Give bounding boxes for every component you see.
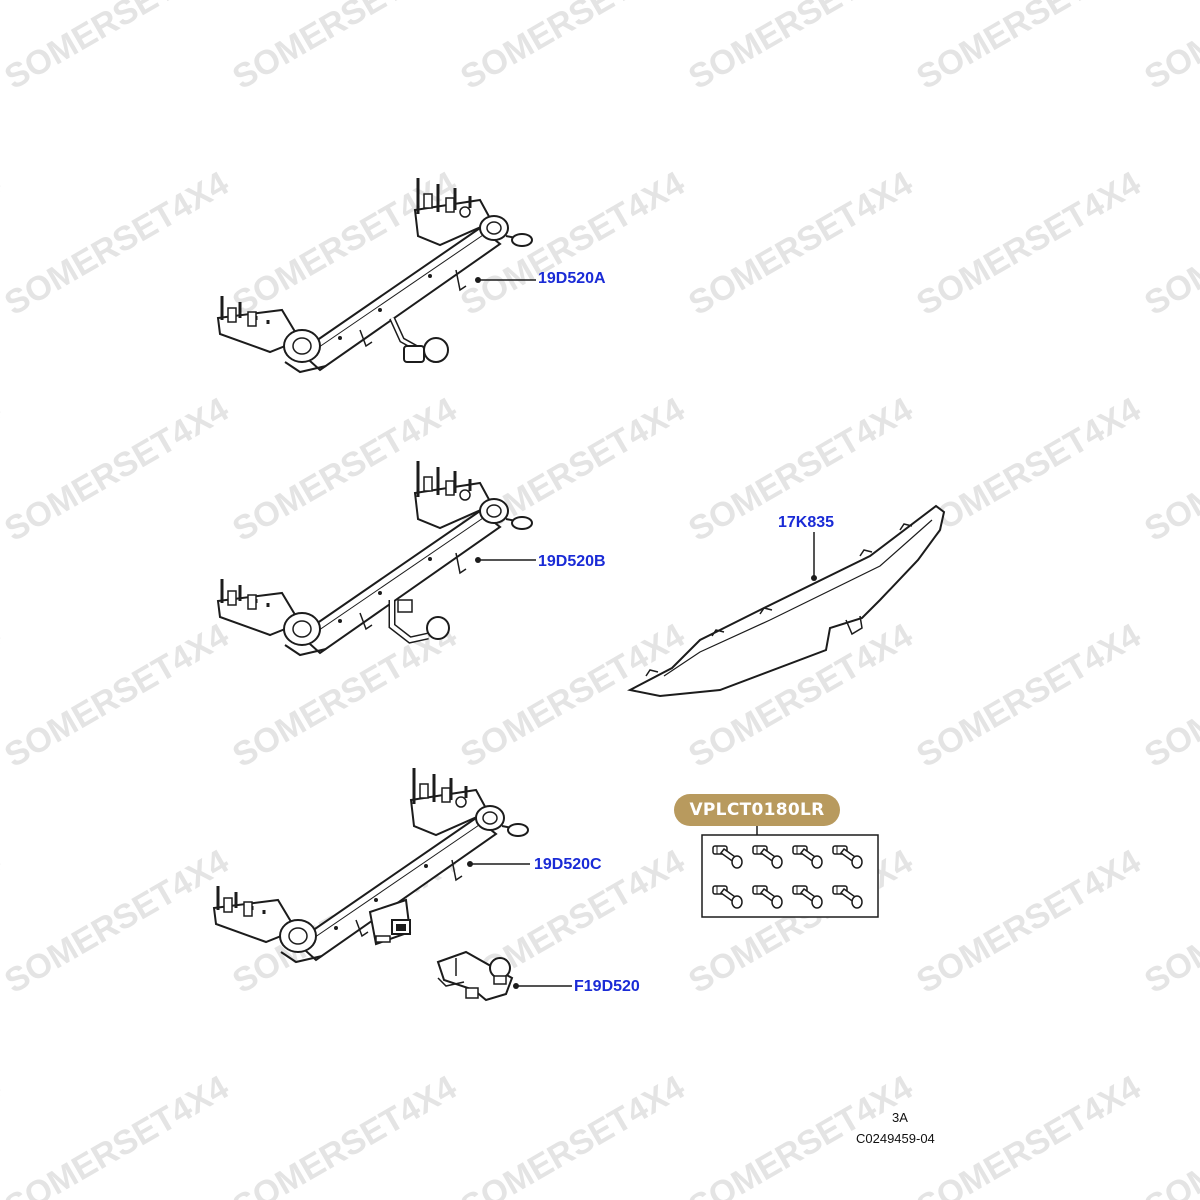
bolt-kit-frame <box>701 834 879 918</box>
watermark-text: SOMERSET4X4 <box>682 0 919 97</box>
watermark-text: SOMERSET4X4 <box>910 1068 1147 1200</box>
watermark-text: SOMERSET4X4 <box>1138 0 1200 97</box>
watermark-text: SOMERSET4X4 <box>454 0 691 97</box>
watermark-text: SOMERSET4X4 <box>0 616 235 775</box>
watermark-text: SOMERSET4X4 <box>682 164 919 323</box>
kit-part-number-badge: VPLCT0180LR <box>674 794 840 826</box>
watermark-text: SOMERSET4X4 <box>910 0 1147 97</box>
watermark-text: SOMERSET4X4 <box>0 1068 235 1200</box>
watermark-text: SOMERSET4X4 <box>0 0 7 97</box>
callout-19d520b: 19D520B <box>538 553 606 570</box>
watermark-text: SOMERSET4X4 <box>226 0 463 97</box>
watermark-text: SOMERSET4X4 <box>226 390 463 549</box>
tow-bar-a-illustration <box>216 176 534 374</box>
watermark-text: SOMERSET4X4 <box>1138 616 1200 775</box>
tow-bar-c-illustration <box>212 766 530 964</box>
illustration-code: C0249459-04 <box>856 1131 935 1146</box>
watermark-text: SOMERSET4X4 <box>0 0 235 97</box>
watermark-text: SOMERSET4X4 <box>910 616 1147 775</box>
watermark-text: SOMERSET4X4 <box>0 390 235 549</box>
watermark-text: SOMERSET4X4 <box>910 164 1147 323</box>
watermark-text: SOMERSET4X4 <box>0 842 235 1001</box>
watermark-text: SOMERSET4X4 <box>1138 842 1200 1001</box>
watermark-text: SOMERSET4X4 <box>1138 1068 1200 1200</box>
callout-17k835: 17K835 <box>778 514 835 531</box>
watermark-text: SOMERSET4X4 <box>226 164 463 323</box>
watermark-text: SOMERSET4X4 <box>226 616 463 775</box>
watermark-text: SOMERSET4X4 <box>910 390 1147 549</box>
watermark-text: SOMERSET4X4 <box>1138 390 1200 549</box>
watermark-text: SOMERSET4X4 <box>0 1068 7 1200</box>
tow-ball-mount-illustration <box>436 950 514 1002</box>
callout-19d520a: 19D520A <box>538 270 606 287</box>
watermark-text: SOMERSET4X4 <box>910 842 1147 1001</box>
callout-f19d520: F19D520 <box>574 978 640 995</box>
bumper-cover-illustration <box>627 504 946 698</box>
tow-bar-b-illustration <box>216 459 534 657</box>
sheet-number: 3A <box>892 1110 908 1125</box>
watermark-text: SOMERSET4X4 <box>454 1068 691 1200</box>
bolt-kit-illustration <box>701 826 879 918</box>
watermark-text: SOMERSET4X4 <box>226 1068 463 1200</box>
watermark-text: SOMERSET4X4 <box>1138 164 1200 323</box>
watermark-text: SOMERSET4X4 <box>0 164 235 323</box>
callout-19d520c: 19D520C <box>534 856 602 873</box>
